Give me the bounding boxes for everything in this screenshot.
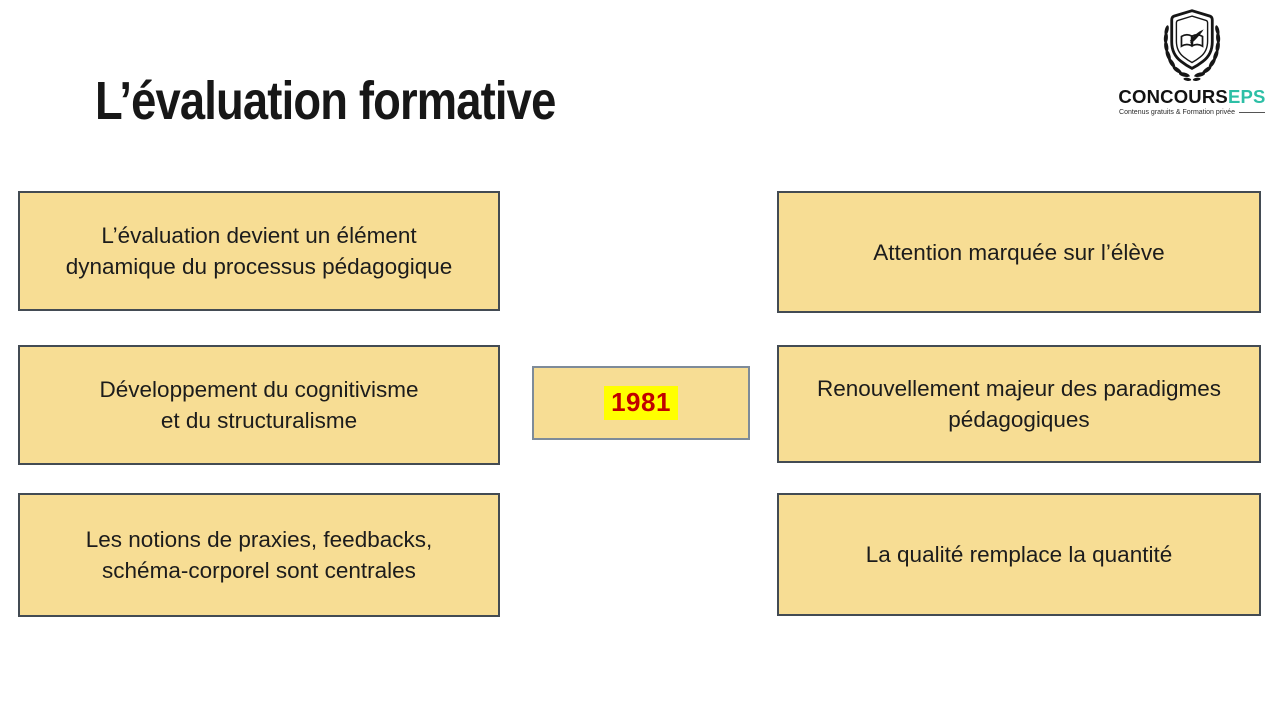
concept-box-cognitivisme: Développement du cognitivisme et du stru… (18, 345, 500, 465)
concept-box-qualite: La qualité remplace la quantité (777, 493, 1261, 616)
brand-tagline-text: Contenus gratuits & Formation privée (1119, 109, 1235, 116)
brand-tagline: Contenus gratuits & Formation privée (1107, 109, 1277, 116)
concept-box-evaluation-dynamique: L’évaluation devient un élément dynamiqu… (18, 191, 500, 311)
brand-name: CONCOURS (1118, 86, 1228, 107)
brand-logo: CONCOURSEPS Contenus gratuits & Formatio… (1107, 6, 1277, 116)
concept-box-paradigmes: Renouvellement majeur des paradigmes péd… (777, 345, 1261, 463)
shield-inner-line (1175, 15, 1209, 64)
box-text-line: et du structuralisme (160, 408, 358, 433)
laurel-left (1163, 25, 1190, 78)
box-text-line: pédagogiques (948, 407, 1090, 432)
box-text-line: dynamique du processus pédagogique (65, 254, 453, 279)
box-text-line: Les notions de praxies, feedbacks, (85, 527, 433, 552)
concept-box-attention-eleve: Attention marquée sur l’élève (777, 191, 1261, 313)
box-text-line: Développement du cognitivisme (99, 377, 419, 402)
concept-box-praxies: Les notions de praxies, feedbacks, schém… (18, 493, 500, 617)
box-text-line: La qualité remplace la quantité (865, 542, 1173, 567)
box-text-line: schéma-corporel sont centrales (102, 558, 416, 583)
box-text-line: L’évaluation devient un élément (101, 223, 417, 248)
brand-accent: EPS (1227, 86, 1266, 107)
shield-laurel-icon (1163, 9, 1221, 81)
tagline-rule (1238, 111, 1265, 113)
box-text-line: Renouvellement majeur des paradigmes (817, 376, 1221, 401)
page-title: L’évaluation formative (95, 71, 556, 131)
year-value: 1981 (604, 386, 678, 420)
laurel-right (1194, 25, 1221, 78)
brand-wordmark: CONCOURSEPS (1107, 86, 1277, 108)
box-text-line: Attention marquée sur l’élève (873, 239, 1165, 265)
year-box: 1981 (532, 366, 750, 440)
book-quill-icon (1180, 29, 1204, 48)
